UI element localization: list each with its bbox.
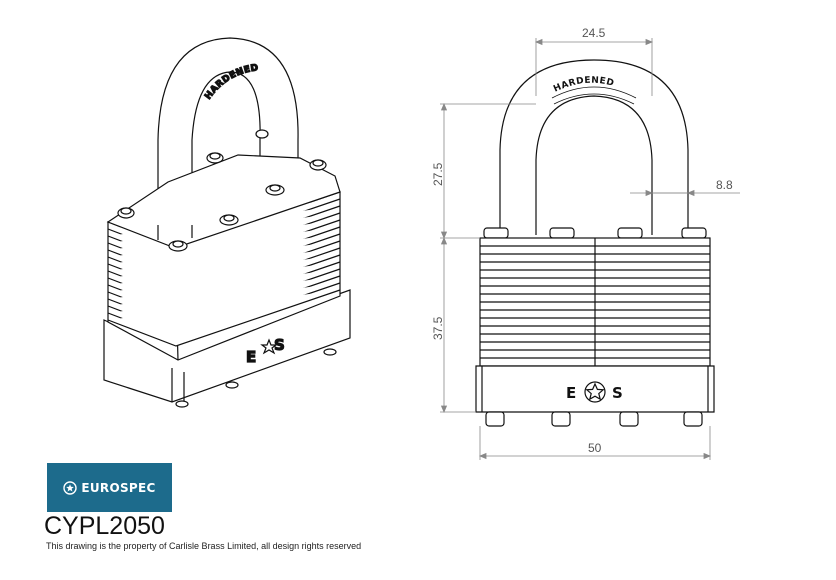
front-laminations [480, 245, 710, 359]
dim-body-width: 50 [588, 441, 602, 455]
front-hardened-stamp: HARDENED [552, 76, 615, 95]
iso-mark-s: S [274, 336, 285, 354]
dim-shackle-width: 24.5 [582, 26, 606, 40]
dimension-labels: 24.5 27.5 37.5 8.8 50 [431, 26, 733, 455]
front-top-rivets [483, 227, 707, 239]
brand-logo: EUROSPEC [47, 463, 172, 512]
front-view: HARDENED E S [475, 59, 715, 427]
iso-star-icon [260, 338, 278, 355]
dim-body-height: 37.5 [431, 316, 445, 340]
product-code: CYPL2050 [44, 512, 165, 540]
brand-star-icon [63, 480, 78, 495]
iso-body [106, 154, 341, 361]
brand-name: EUROSPEC [81, 480, 156, 495]
iso-base: E S [103, 289, 351, 408]
dim-shackle-height: 27.5 [431, 162, 445, 186]
dim-shackle-diameter: 8.8 [716, 178, 733, 192]
front-base: E S [475, 365, 715, 413]
isometric-view: HARDENED E S [103, 37, 351, 408]
iso-laminations [107, 198, 341, 347]
front-mark-e: E [566, 384, 576, 402]
iso-lamination-line [107, 289, 341, 347]
dimension-lines [440, 38, 740, 460]
iso-mark-e: E [246, 348, 256, 366]
front-bottom-rivets [485, 411, 703, 427]
star-icon [585, 382, 605, 401]
rights-notice: This drawing is the property of Carlisle… [46, 541, 362, 551]
front-mark-s: S [612, 384, 623, 402]
front-shackle: HARDENED [499, 59, 689, 235]
iso-rivets [117, 129, 327, 252]
front-body [479, 237, 711, 367]
